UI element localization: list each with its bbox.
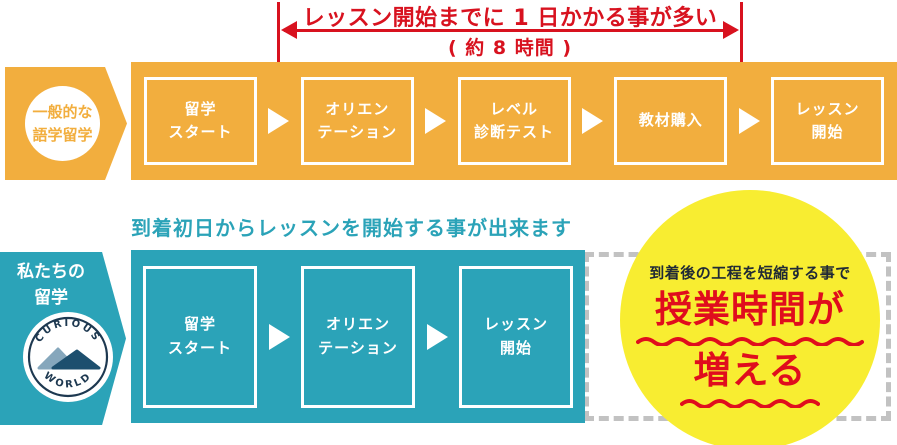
flow-arrow-icon <box>738 108 760 134</box>
flow-arrow-icon <box>425 108 447 134</box>
mountain-front-icon <box>51 349 101 370</box>
our-banner-line2: 留学 <box>34 287 68 308</box>
curious-world-logo: CURIOUS WORLD <box>23 312 113 402</box>
typical-program-banner: 一般的な 語学留学 <box>5 67 127 180</box>
our-step-1-label: 留学 スタート <box>167 315 232 357</box>
flow-arrow-icon <box>426 323 448 350</box>
our-banner-line1: 私たちの <box>17 262 85 282</box>
typical-banner-line1: 一般的な <box>32 103 93 121</box>
typical-step-2: オリエン テーション <box>300 77 414 165</box>
typical-banner-label: 一般的な 語学留学 <box>25 86 100 161</box>
typical-step-5-label: レッスン 開始 <box>795 99 860 141</box>
typical-step-5: レッスン 開始 <box>771 77 884 165</box>
result-lead-text: 到着後の工程を短縮する事で <box>649 264 851 282</box>
wavy-underline-icon <box>636 337 864 346</box>
flow-arrow-icon <box>581 108 603 134</box>
typical-step-3-label: レベル 診断テスト <box>473 99 554 141</box>
arrowhead-right-icon <box>723 21 739 39</box>
result-circle: 到着後の工程を短縮する事で 授業時間が 増える <box>620 190 880 445</box>
our-step-1: 留学 スタート <box>143 265 257 408</box>
result-big-text-2: 増える <box>693 349 807 392</box>
bracket-caption-line1: レッスン開始までに 1 日かかる事が多い <box>302 6 718 31</box>
our-step-2-label: オリエン テーション <box>318 315 398 357</box>
arrowhead-left-icon <box>281 21 297 39</box>
our-banner-label: 私たちの 留学 <box>0 260 102 311</box>
typical-step-1-label: 留学 スタート <box>168 99 233 141</box>
wavy-underline-icon <box>680 399 820 408</box>
typical-step-3: レベル 診断テスト <box>457 77 571 165</box>
logo-ring <box>27 316 109 398</box>
typical-step-4-label: 教材購入 <box>638 111 703 130</box>
ours-heading: 到着初日からレッスンを開始する事が出来ます <box>131 216 572 240</box>
our-step-2: オリエン テーション <box>301 265 415 408</box>
result-big-text-1: 授業時間が <box>655 288 845 331</box>
typical-flow-band: 留学 スタート オリエン テーション レベル 診断テスト 教材購入 レッスン 開… <box>131 62 897 180</box>
our-flow-band: 留学 スタート オリエン テーション レッスン 開始 <box>131 250 585 423</box>
our-step-3: レッスン 開始 <box>459 265 573 408</box>
flow-arrow-icon <box>268 323 290 350</box>
double-arrow-line <box>284 29 736 32</box>
flow-arrow-icon <box>268 108 290 134</box>
typical-step-1: 留学 スタート <box>144 77 257 165</box>
our-step-3-label: レッスン 開始 <box>483 315 548 357</box>
our-program-banner: 私たちの 留学 CURIOUS WORLD <box>0 252 126 425</box>
typical-step-4: 教材購入 <box>614 77 728 165</box>
typical-banner-line2: 語学留学 <box>32 125 93 144</box>
typical-step-2-label: オリエン テーション <box>317 99 398 141</box>
bracket-caption-line2: ( 約 8 時間 ) <box>447 37 573 59</box>
bracket-right-bar <box>740 2 743 62</box>
bracket-left-bar <box>277 2 280 62</box>
